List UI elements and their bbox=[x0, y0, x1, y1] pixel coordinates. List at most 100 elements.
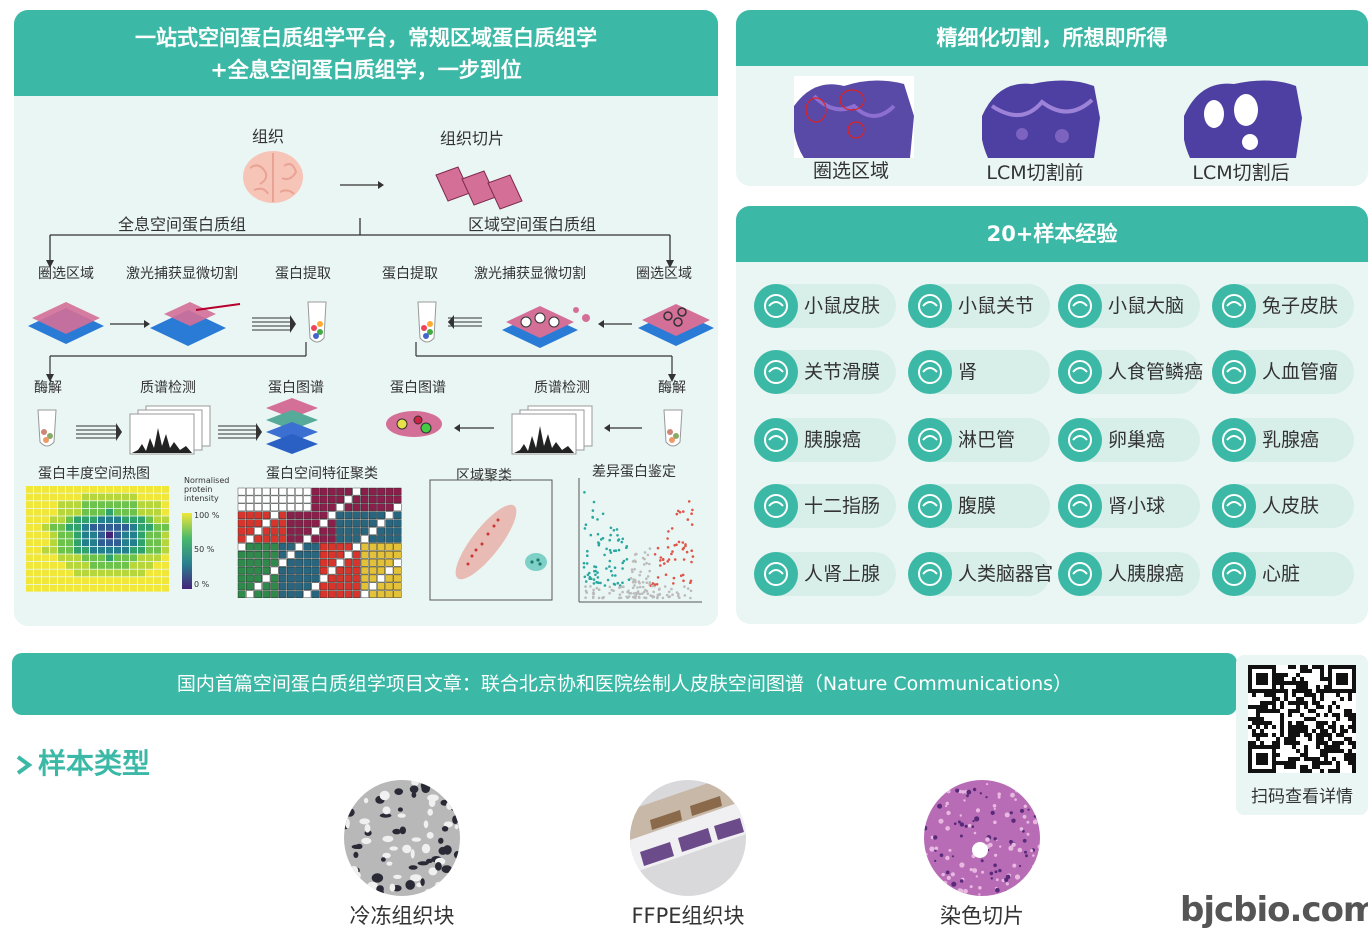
left-step-extract: 蛋白提取 bbox=[275, 266, 331, 282]
cluster-cell bbox=[360, 558, 369, 567]
left-step-lcm: 激光捕获显微切割 bbox=[126, 266, 238, 282]
volcano-point bbox=[639, 570, 642, 574]
volcano-point bbox=[599, 581, 602, 585]
heatmap-cell bbox=[26, 539, 33, 546]
cluster-cell bbox=[245, 574, 254, 583]
cluster-cell bbox=[327, 503, 336, 512]
qr-module bbox=[1256, 717, 1260, 721]
volcano-point bbox=[584, 523, 588, 526]
heatmap-cell bbox=[154, 524, 161, 531]
qr-module bbox=[1304, 725, 1308, 729]
qr-module bbox=[1312, 665, 1316, 669]
volcano-point bbox=[641, 556, 645, 560]
stain-texture-spot bbox=[974, 816, 980, 822]
heatmap-cell bbox=[82, 569, 89, 577]
cluster-cell bbox=[327, 511, 336, 520]
qr-module bbox=[1248, 717, 1252, 721]
publication-banner[interactable]: 国内首篇空间蛋白质组学项目文章：联合北京协和医院绘制人皮肤空间图谱（Nature… bbox=[12, 653, 1237, 715]
protein-heatmap bbox=[26, 486, 169, 592]
qr-module bbox=[1272, 709, 1276, 713]
cluster-cell bbox=[368, 527, 377, 535]
volcano-point bbox=[634, 560, 637, 564]
qr-module bbox=[1256, 733, 1260, 737]
cluster-cell bbox=[344, 582, 353, 591]
heatmap-cell bbox=[82, 531, 89, 539]
qr-code-icon[interactable] bbox=[1248, 665, 1356, 773]
heatmap-cell bbox=[58, 493, 65, 501]
frozen-texture-spot bbox=[435, 881, 443, 889]
heatmap-cell bbox=[106, 493, 113, 501]
volcano-point bbox=[664, 573, 668, 576]
heatmap-cell bbox=[50, 584, 57, 592]
cluster-cell bbox=[385, 550, 394, 559]
sample-chip: 小鼠皮肤 bbox=[754, 284, 896, 328]
cluster-cell bbox=[393, 487, 402, 496]
volcano-point bbox=[588, 571, 591, 575]
qr-module bbox=[1288, 765, 1292, 769]
heatmap-cell bbox=[146, 554, 153, 562]
heatmap-cell bbox=[58, 584, 65, 592]
cluster-cell bbox=[319, 590, 328, 598]
cluster-cell bbox=[393, 511, 402, 520]
stain-texture-spot bbox=[941, 872, 945, 877]
heatmap-cell bbox=[90, 546, 97, 554]
stain-texture-spot bbox=[1027, 784, 1031, 788]
qr-module bbox=[1308, 737, 1312, 741]
volcano-point bbox=[690, 512, 693, 515]
qr-module bbox=[1348, 717, 1352, 721]
heatmap-cell bbox=[34, 501, 41, 508]
qr-module bbox=[1328, 725, 1332, 729]
row-connectors bbox=[46, 342, 676, 382]
legend-tick-0: 0 % bbox=[194, 580, 210, 589]
stain-texture-spot bbox=[997, 795, 1001, 799]
heatmap-cell bbox=[106, 531, 113, 539]
volcano-point bbox=[661, 558, 665, 561]
heatmap-cell bbox=[154, 569, 161, 577]
qr-module bbox=[1308, 669, 1312, 673]
heatmap-cell bbox=[138, 531, 145, 539]
qr-module bbox=[1248, 725, 1252, 729]
heatmap-cell bbox=[26, 531, 33, 539]
stain-texture-spot bbox=[1015, 789, 1018, 793]
cluster-cell bbox=[368, 574, 377, 583]
cluster-cell bbox=[237, 550, 246, 559]
qr-module bbox=[1336, 693, 1340, 697]
volcano-point bbox=[621, 561, 624, 565]
website-logo[interactable]: bjcbio.com bbox=[1180, 890, 1368, 930]
frozen-texture-spot bbox=[424, 888, 434, 895]
volcano-point bbox=[634, 591, 638, 595]
cluster-cell bbox=[368, 550, 377, 559]
frozen-texture-spot bbox=[351, 885, 358, 892]
frozen-texture-spot bbox=[344, 885, 350, 890]
cluster-cell bbox=[319, 566, 328, 575]
volcano-point bbox=[589, 585, 592, 588]
heatmap-cell bbox=[74, 554, 81, 562]
heatmap-cell bbox=[50, 524, 57, 531]
heatmap-cell bbox=[82, 562, 89, 569]
volcano-point bbox=[675, 512, 679, 516]
heatmap-cell bbox=[42, 562, 49, 569]
volcano-point bbox=[596, 571, 599, 574]
cluster-cell bbox=[270, 550, 279, 559]
sample-chip-label: 人肾上腺 bbox=[804, 563, 881, 585]
stain-texture-spot bbox=[978, 886, 982, 890]
volcano-point bbox=[672, 582, 675, 585]
heatmap-cell bbox=[42, 577, 49, 584]
heatmap-cell bbox=[114, 554, 121, 562]
left-step-ms: 质谱检测 bbox=[140, 380, 196, 396]
left-step-select: 圈选区域 bbox=[38, 266, 94, 282]
heatmap-cell bbox=[114, 516, 121, 524]
stain-texture-spot bbox=[1032, 854, 1035, 857]
qr-module bbox=[1260, 701, 1264, 705]
cluster-cell bbox=[327, 543, 336, 551]
right-step-lcm: 激光捕获显微切割 bbox=[474, 266, 586, 282]
heatmap-cell bbox=[26, 501, 33, 508]
qr-module bbox=[1256, 713, 1260, 717]
qr-module bbox=[1292, 701, 1296, 705]
cluster-cell bbox=[303, 519, 312, 527]
heatmap-cell bbox=[114, 531, 121, 539]
stain-texture-spot bbox=[959, 814, 962, 817]
cluster-cell bbox=[287, 550, 295, 559]
heatmap-cell bbox=[154, 554, 161, 562]
heatmap-cell bbox=[34, 539, 41, 546]
